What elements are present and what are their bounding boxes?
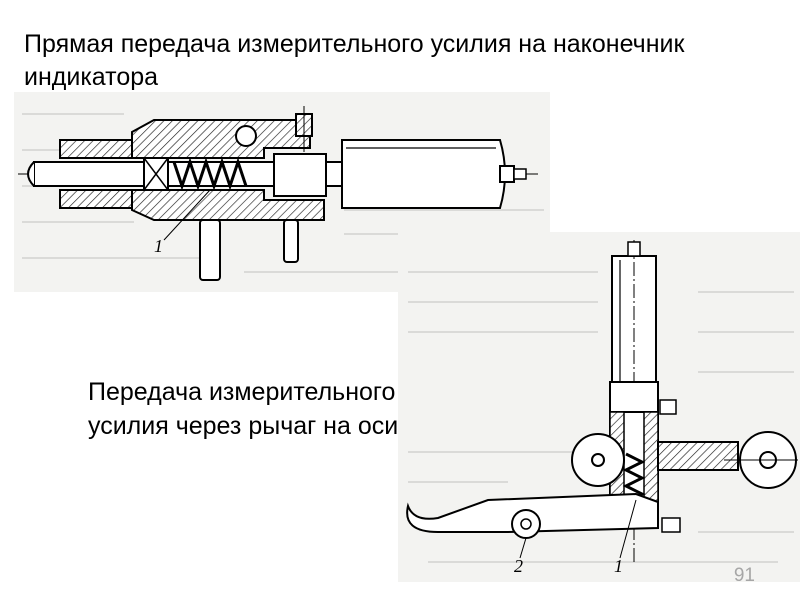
indicator-clamp xyxy=(609,381,659,413)
front-cap-lower xyxy=(59,189,133,209)
callout-2-label: 2 xyxy=(514,556,523,576)
support-leg-right xyxy=(283,219,299,263)
indicator-sleeve xyxy=(325,161,343,187)
callout-1-label: 1 xyxy=(614,556,623,576)
callout-1-leader xyxy=(619,499,637,559)
lower-caption: Передача измерительного усилия через рыч… xyxy=(88,378,399,440)
support-leg-left xyxy=(199,219,221,281)
indicator-stem xyxy=(499,165,515,183)
stop-screw xyxy=(661,517,681,533)
screw-hole xyxy=(235,125,257,147)
rod-tip xyxy=(27,161,35,187)
bleed-through-text xyxy=(408,271,794,563)
spring xyxy=(172,157,248,191)
direct-transmission-drawing: 1 xyxy=(14,92,550,292)
direct-transmission-svg: 1 xyxy=(14,92,550,292)
callout-1-label: 1 xyxy=(154,236,163,256)
front-cap-upper xyxy=(59,139,133,159)
lever-transmission-drawing: 2 1 xyxy=(398,232,800,582)
page-number: 91 xyxy=(733,565,755,586)
housing-lower xyxy=(131,189,325,221)
lever-transmission-svg: 2 1 xyxy=(398,232,800,582)
clamp-screw xyxy=(659,399,677,415)
arm-right xyxy=(657,441,739,471)
callout-2-leader xyxy=(519,537,527,559)
indicator-knob xyxy=(513,168,527,180)
indicator-cap xyxy=(627,241,641,257)
callout-1-leader xyxy=(163,189,211,241)
indicator-body xyxy=(341,139,506,209)
slide-title: Прямая передача измерительного усилия на… xyxy=(24,30,685,91)
indicator-clamp xyxy=(273,153,327,197)
